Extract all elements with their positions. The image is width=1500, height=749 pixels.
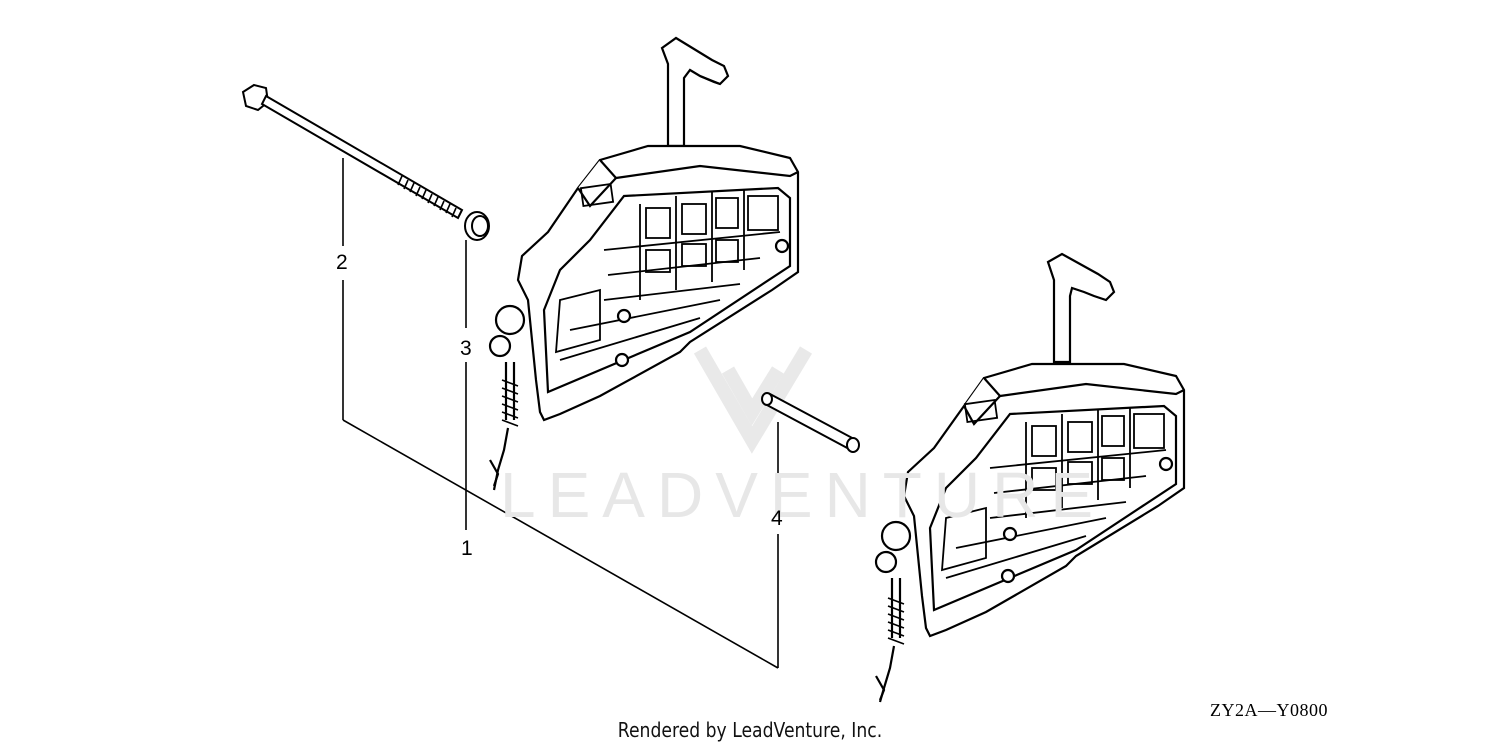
washer-part xyxy=(464,211,490,241)
remote-control-box-upper xyxy=(488,36,800,491)
remote-control-box-lower xyxy=(874,252,1186,703)
watermark-text: LEADVENTURE xyxy=(500,459,1105,531)
callout-2: 2 xyxy=(336,251,348,274)
footer-credit: Rendered by LeadVenture, Inc. xyxy=(617,718,883,742)
bolt-part xyxy=(241,83,464,220)
callout-1: 1 xyxy=(461,537,473,560)
diagram-code: ZY2A—Y0800 xyxy=(1210,700,1328,720)
watermark-logo xyxy=(693,346,813,454)
leader-lines xyxy=(342,158,779,669)
collar-part xyxy=(761,392,860,453)
callout-4: 4 xyxy=(771,507,783,530)
callout-3: 3 xyxy=(460,337,472,360)
